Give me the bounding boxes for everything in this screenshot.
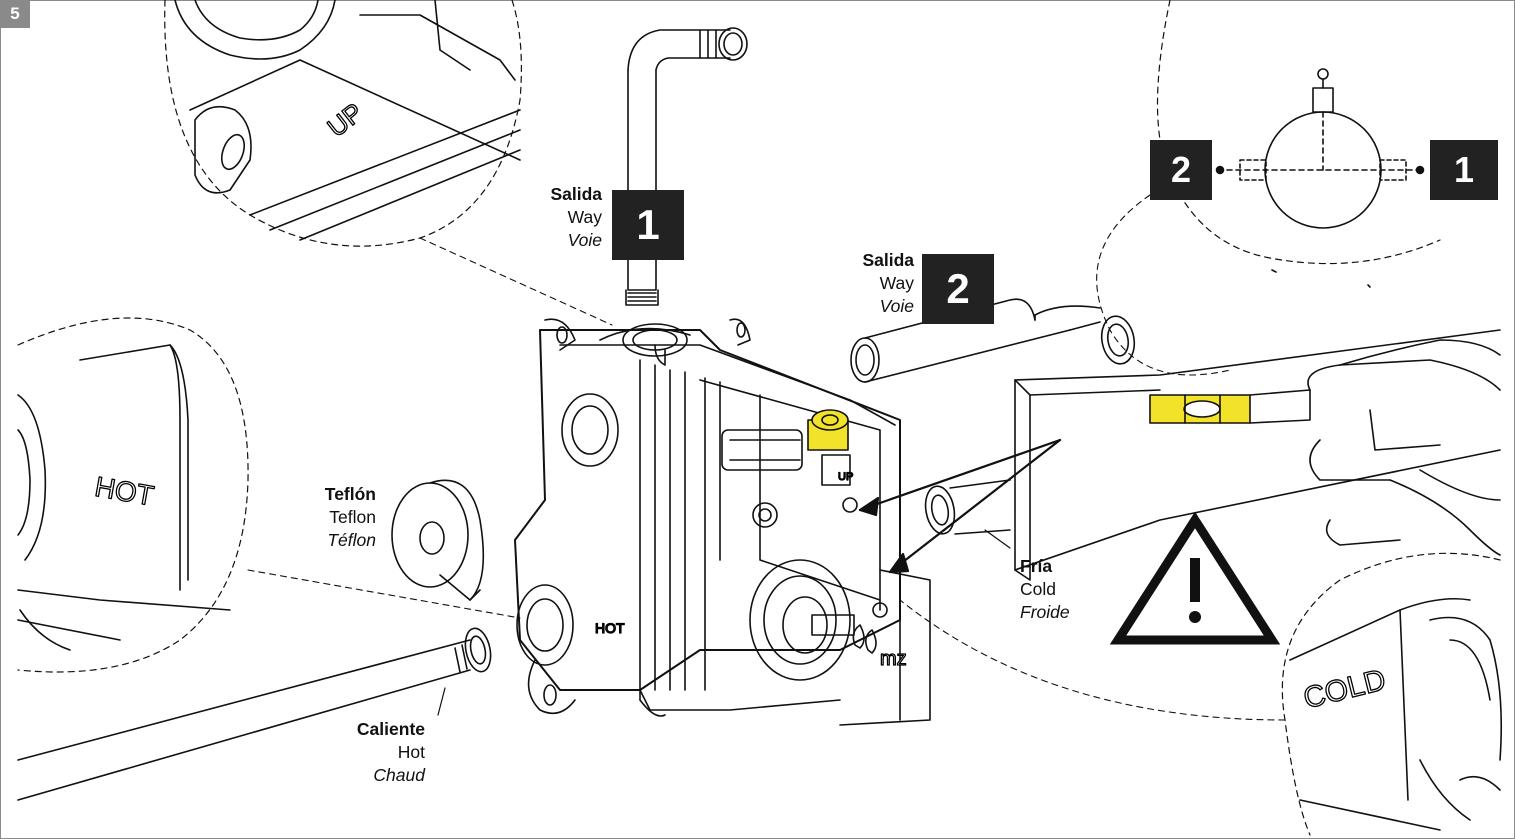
cold-fr: Froide	[1020, 602, 1070, 622]
outlet-1-number-box: 1	[612, 190, 684, 260]
body-engraving-hot: HOT	[595, 620, 625, 636]
callout-hot: Caliente Hot Chaud	[320, 718, 425, 787]
warning-icon	[1109, 511, 1281, 645]
orientation-right-number: 1	[1430, 140, 1498, 200]
engraving-hot: HOT	[93, 471, 157, 512]
detail-bubble-hot: HOT	[17, 317, 249, 673]
detail-bubble-up: UP	[164, 0, 522, 247]
outlet-2-number-box: 2	[922, 254, 994, 324]
hot-es: Caliente	[356, 719, 425, 739]
brand-engraving: mz	[880, 648, 907, 670]
teflon-roll	[391, 479, 485, 601]
callout-outlet-2: Salida Way Voie	[830, 249, 914, 318]
teflon-en: Teflon	[329, 507, 376, 527]
callout-cold: Fría Cold Froide	[1020, 555, 1100, 624]
outlet-2-fr: Voie	[879, 296, 914, 316]
outlet-1-en: Way	[567, 207, 602, 227]
callout-teflon: Teflón Teflon Téflon	[300, 483, 376, 552]
engraving-up: UP	[322, 97, 369, 143]
cold-es: Fría	[1020, 556, 1053, 576]
hot-en: Hot	[397, 742, 425, 762]
outlet-1-fr: Voie	[567, 230, 602, 250]
step-number-badge: 5	[0, 0, 30, 28]
outlet-1-es: Salida	[550, 184, 602, 204]
pipe-hot	[17, 627, 492, 801]
teflon-fr: Téflon	[327, 530, 376, 550]
cold-en: Cold	[1020, 579, 1056, 599]
valve-body: HOT UP mz	[514, 318, 931, 726]
pipe-cold	[924, 479, 1011, 535]
orientation-left-number: 2	[1150, 140, 1212, 200]
hand	[1307, 339, 1501, 556]
level-arrows	[858, 438, 1062, 574]
outlet-2-es: Salida	[862, 250, 914, 270]
engraving-cold: COLD	[1300, 663, 1389, 715]
teflon-es: Teflón	[324, 484, 376, 504]
body-engraving-up: UP	[838, 471, 853, 483]
detail-bubble-cold: COLD	[1281, 552, 1503, 836]
pipe-outlet-2	[850, 298, 1136, 383]
callout-outlet-1: Salida Way Voie	[520, 183, 602, 252]
detail-bubble-orientation	[1096, 0, 1441, 376]
pipe-outlet-1	[625, 27, 748, 306]
outlet-2-en: Way	[879, 273, 914, 293]
spirit-level	[1014, 329, 1501, 581]
hot-fr: Chaud	[373, 765, 425, 785]
